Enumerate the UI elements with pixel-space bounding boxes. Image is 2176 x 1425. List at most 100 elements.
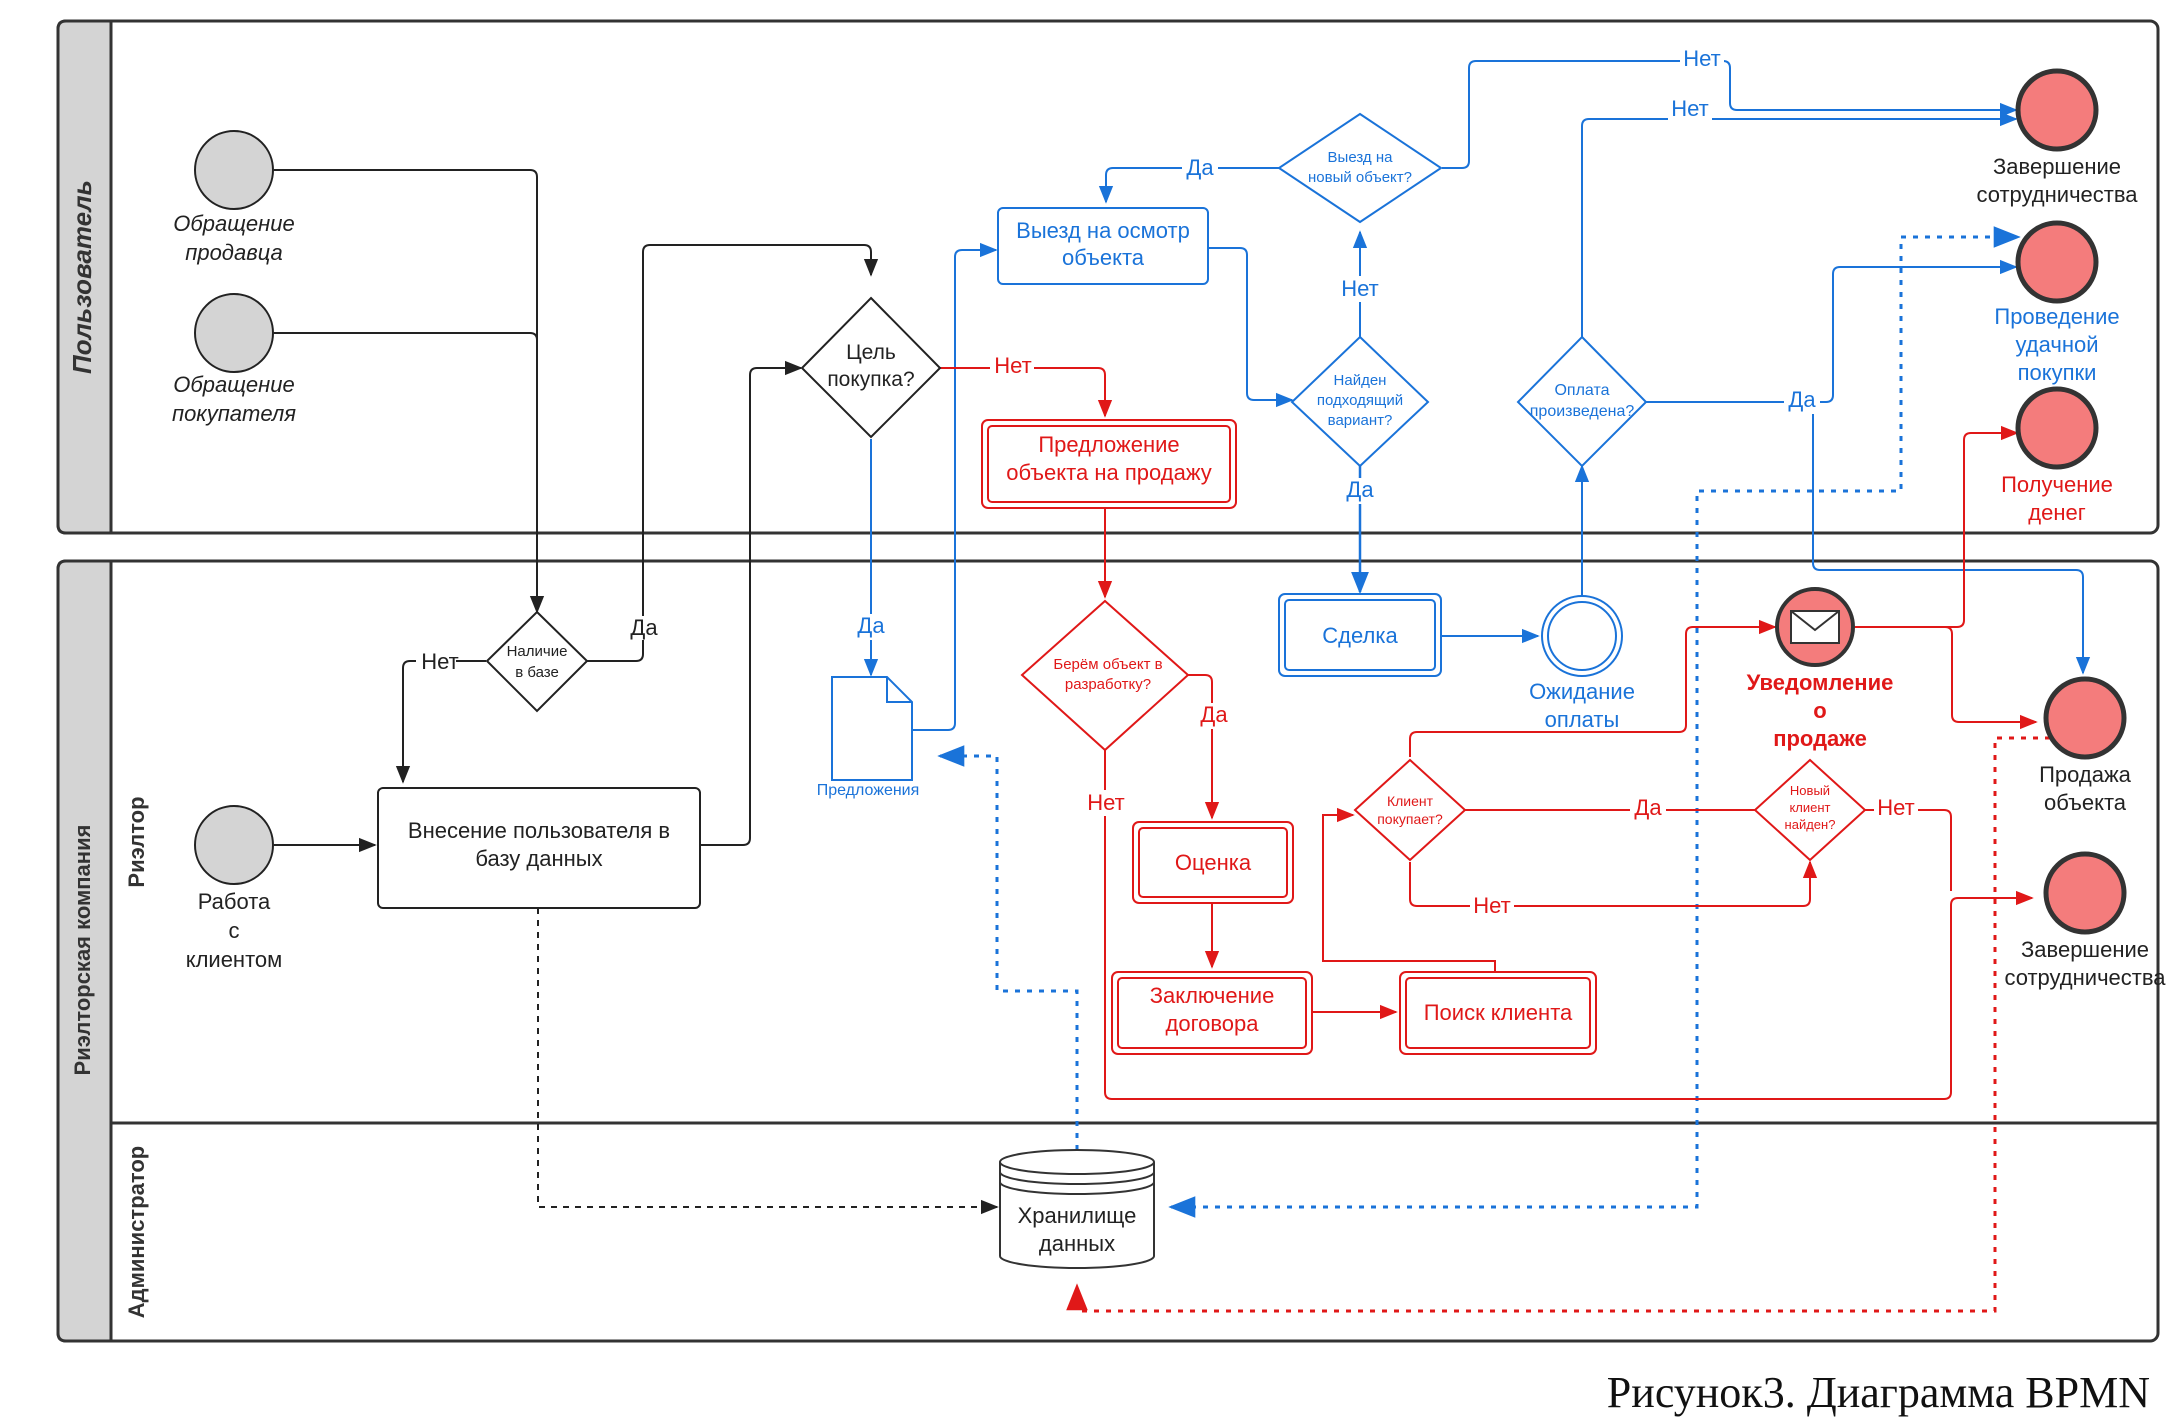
pool-user-label: Пользователь (67, 180, 97, 374)
task-contract-label: Заключение (1150, 983, 1275, 1008)
figure-caption: Рисунок3. Диаграмма BPMN (1607, 1368, 2150, 1417)
start-event-buyer-label-2: покупателя (172, 401, 296, 426)
end-event-coop-1[interactable]: Завершение сотрудничества (1976, 68, 2138, 207)
gateway-take-label: Берём объект в (1053, 656, 1162, 673)
flow-new-visit-yes-to-visit (1098, 167, 1279, 204)
gateway-client-buys[interactable]: Клиент покупает? (1353, 758, 1467, 862)
flow-no-to-add-user (395, 660, 486, 784)
end-event-money-label: Получение (2001, 472, 2113, 497)
end-event-purchase-label-3: покупки (2018, 360, 2097, 385)
flow-notify-to-sale (1935, 626, 2038, 730)
end-event-sale-label: Продажа (2039, 762, 2132, 787)
task-add-user-label-2: базу данных (475, 846, 602, 871)
label-yes-goal: Да (857, 613, 885, 638)
start-event-work[interactable]: Работа с клиентом (186, 805, 283, 972)
task-estimate[interactable]: Оценка (1132, 821, 1294, 904)
gateway-new-visit-label: Выезд на (1328, 149, 1394, 166)
end-event-coop-2[interactable]: Завершение сотрудничества (2004, 851, 2166, 990)
event-notify-sale-label-2: о (1813, 698, 1826, 723)
gateway-new-client[interactable]: Новый клиент найден? (1753, 758, 1867, 862)
blue-flows (863, 60, 2091, 1218)
flow-take-no-to-end (1104, 750, 2034, 1100)
end-event-sale-label-2: объекта (2044, 790, 2127, 815)
gateway-paid-label-2: произведена? (1530, 403, 1635, 420)
label-no-new-visit: Нет (1683, 46, 1720, 71)
flow-sale-to-storage-dotted (1066, 736, 2050, 1313)
flow-proposals-to-visit (910, 242, 998, 731)
label-no-paid: Нет (1671, 96, 1708, 121)
task-search-client[interactable]: Поиск клиента (1399, 971, 1597, 1055)
gateway-new-visit[interactable]: Выезд на новый объект? (1277, 112, 1443, 224)
end-event-money-label-2: денег (2028, 500, 2085, 525)
pool-company: Риэлторская компания Риэлтор Администрат… (56, 559, 2160, 1343)
label-no-new-client: Нет (1877, 795, 1914, 820)
gateway-client-buys-label: Клиент (1387, 793, 1434, 809)
task-deal-label: Сделка (1322, 623, 1398, 648)
gateway-new-client-label: Новый (1790, 783, 1830, 798)
pool-company-label: Риэлторская компания (70, 825, 95, 1076)
artifact-proposals[interactable]: Предложения (817, 676, 920, 799)
task-visit[interactable]: Выезд на осмотр объекта (997, 207, 1209, 285)
gateway-paid-label: Оплата (1554, 382, 1609, 399)
gateway-new-visit-label-2: новый объект? (1308, 169, 1412, 186)
flow-paid-yes-to-purchase (1646, 259, 2018, 403)
end-event-money[interactable]: Получение денег (2001, 386, 2113, 525)
task-contract[interactable]: Заключение договора (1111, 971, 1313, 1055)
event-wait-payment[interactable]: Ожидание оплаты (1529, 595, 1635, 732)
label-no-take: Нет (1087, 790, 1124, 815)
start-event-work-label-2: с (229, 918, 240, 943)
lane-admin-label: Администратор (124, 1146, 149, 1319)
gateway-goal-label-2: покупка? (827, 368, 914, 391)
start-event-buyer[interactable]: Обращение покупателя (172, 293, 296, 426)
data-storage-label: Хранилище (1018, 1203, 1137, 1228)
task-visit-label: Выезд на осмотр (1016, 218, 1190, 243)
gateway-paid[interactable]: Оплата произведена? (1516, 335, 1648, 468)
start-event-seller-label-2: продавца (185, 240, 283, 265)
end-event-purchase[interactable]: Проведение удачной покупки (1994, 220, 2120, 385)
flow-new-client-no-to-end (1865, 809, 1952, 891)
end-event-coop-2-label-2: сотрудничества (2004, 965, 2166, 990)
flow-add-user-to-storage (537, 908, 999, 1215)
flow-visit-to-found (1208, 247, 1294, 408)
task-deal[interactable]: Сделка (1278, 593, 1442, 677)
flow-paid-no-to-end (1581, 111, 2018, 337)
flow-client-buys-yes-to-notify (1409, 619, 1777, 757)
end-event-purchase-label-2: удачной (2016, 332, 2099, 357)
task-add-user-label: Внесение пользователя в (408, 818, 670, 843)
label-yes-paid: Да (1788, 387, 1816, 412)
end-event-coop-1-label: Завершение (1993, 154, 2121, 179)
data-storage[interactable]: Хранилище данных (999, 1149, 1155, 1269)
lane-realtor-label: Риэлтор (124, 796, 149, 887)
gateway-take-label-2: разработку? (1065, 676, 1151, 693)
label-no-found: Нет (1341, 276, 1378, 301)
gateway-found[interactable]: Найден подходящий вариант? (1290, 335, 1430, 468)
gateway-goal[interactable]: Цель покупка? (800, 296, 942, 439)
flow-paid-yes-to-sale (1812, 402, 2091, 675)
flow-add-user-to-goal (700, 360, 803, 846)
event-wait-payment-label: Ожидание (1529, 679, 1635, 704)
start-event-seller[interactable]: Обращение продавца (173, 130, 295, 265)
task-search-client-label: Поиск клиента (1424, 1000, 1573, 1025)
task-add-user[interactable]: Внесение пользователя в базу данных (377, 787, 701, 909)
event-notify-sale-label: Уведомление (1747, 670, 1894, 695)
label-yes-new-visit: Да (1186, 155, 1214, 180)
gateway-found-label-2: подходящий (1317, 392, 1403, 409)
flow-search-to-client-buys (1322, 807, 1496, 972)
label-yes-in-db: Да (630, 615, 658, 640)
gateway-found-label-3: вариант? (1328, 412, 1393, 429)
start-event-seller-label: Обращение (173, 211, 295, 236)
gateway-take[interactable]: Берём объект в разработку? (1020, 599, 1190, 752)
flow-goal-no-to-offer (940, 367, 1113, 418)
gateway-in-db-label: Наличие (507, 643, 568, 660)
end-event-sale[interactable]: Продажа объекта (2039, 676, 2132, 815)
label-no-client-buys: Нет (1473, 893, 1510, 918)
event-notify-sale[interactable]: Уведомление о продаже (1747, 587, 1894, 751)
gateway-new-client-label-3: найден? (1785, 817, 1836, 832)
task-offer-label-2: объекта на продажу (1006, 460, 1212, 485)
task-offer[interactable]: Предложение объекта на продажу (981, 419, 1237, 509)
task-visit-label-2: объекта (1062, 245, 1145, 270)
task-contract-label-2: договора (1166, 1011, 1260, 1036)
gateway-in-db[interactable]: Наличие в базе (485, 610, 589, 713)
gateway-found-label: Найден (1334, 372, 1387, 389)
